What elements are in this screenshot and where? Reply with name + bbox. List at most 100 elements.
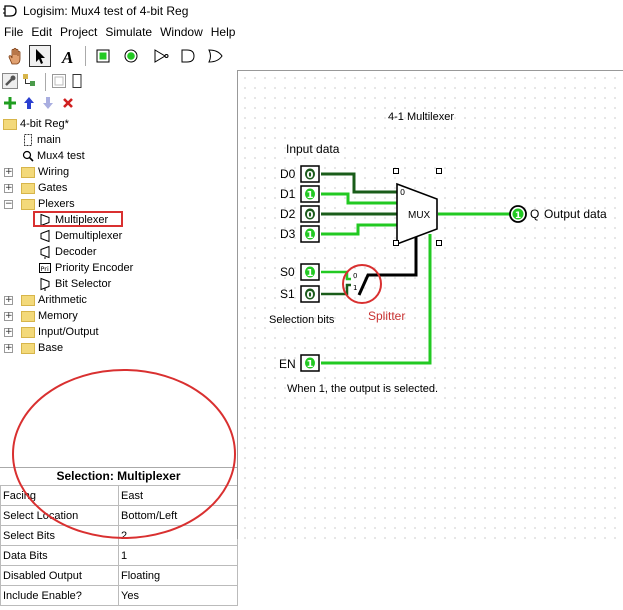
circuit-canvas[interactable]: 4-1 Multilexer Input data Selection bits…	[237, 70, 623, 539]
splitter-annotation-circle	[342, 264, 382, 304]
tree-item-label: Decoder	[55, 246, 97, 258]
input-pin-d2[interactable]: 0	[300, 205, 320, 223]
folder-icon	[21, 294, 35, 306]
expand-icon[interactable]: +	[4, 182, 13, 193]
tree-item-gates[interactable]: + Gates	[4, 180, 67, 196]
tree-item-label: main	[37, 134, 61, 146]
tree-item-project[interactable]: 4-bit Reg*	[3, 116, 69, 132]
output-data-label: Output data	[544, 207, 607, 221]
menu-help[interactable]: Help	[210, 24, 236, 39]
wire-s0	[321, 270, 351, 281]
wire-d0	[321, 172, 397, 194]
input-pin-s1[interactable]: 0	[300, 285, 320, 303]
collapse-icon[interactable]: −	[4, 198, 13, 209]
tree-item-label: Arithmetic	[38, 294, 87, 306]
arrow-cursor-icon	[36, 49, 45, 64]
input-pin-en[interactable]: 1	[300, 354, 320, 372]
tree-item-arithmetic[interactable]: + Arithmetic	[4, 292, 87, 308]
expand-icon[interactable]: +	[4, 166, 13, 177]
explorer-toolbar	[0, 70, 237, 94]
menu-file[interactable]: File	[4, 24, 24, 39]
tree-item-label: Memory	[38, 310, 78, 322]
mux-port-0-label: 0	[400, 188, 405, 197]
property-value[interactable]: Floating	[118, 565, 238, 586]
and-gate-icon	[181, 49, 195, 63]
poke-tool-button[interactable]	[4, 45, 26, 67]
circuit-title-label: 4-1 Multilexer	[388, 111, 454, 123]
input-pin-d3[interactable]: 1	[300, 225, 320, 243]
input-pin-s0[interactable]: 1	[300, 263, 320, 281]
tree-item-label: Input/Output	[38, 326, 99, 338]
multiplexer-highlight-box	[33, 211, 123, 227]
pin-label-s0: S0	[280, 265, 295, 279]
move-down-icon[interactable]	[42, 96, 54, 110]
input-pin-icon	[96, 49, 110, 63]
wire-select-bus	[357, 237, 418, 296]
wrench-icon[interactable]	[2, 73, 18, 89]
property-value[interactable]: Yes	[118, 585, 238, 606]
tree-item-multiplexer[interactable]: Multiplexer	[38, 212, 108, 228]
tree-item-priority-encoder[interactable]: Pri Priority Encoder	[38, 260, 133, 276]
menu-window[interactable]: Window	[160, 24, 203, 39]
tree-item-base[interactable]: + Base	[4, 340, 63, 356]
tree-item-input-output[interactable]: + Input/Output	[4, 324, 99, 340]
add-circuit-icon[interactable]	[3, 96, 17, 110]
expand-icon[interactable]: +	[4, 342, 13, 353]
add-and-gate-button[interactable]	[177, 45, 199, 67]
select-tool-button[interactable]	[29, 45, 51, 67]
tree-item-decoder[interactable]: Decoder	[38, 244, 97, 260]
tree-item-memory[interactable]: + Memory	[4, 308, 78, 324]
text-icon: A	[61, 48, 73, 67]
pin-value: 0	[307, 210, 314, 221]
svg-text:A: A	[61, 48, 73, 67]
add-or-gate-button[interactable]	[204, 45, 226, 67]
tree-item-mux4-test[interactable]: Mux4 test	[22, 148, 85, 164]
selection-handles[interactable]	[393, 168, 442, 246]
hand-icon	[8, 47, 21, 65]
wire-s1	[321, 283, 351, 296]
move-up-icon[interactable]	[23, 96, 35, 110]
property-value[interactable]: 2	[118, 525, 238, 546]
splitter-bit-label: 1	[353, 284, 357, 292]
input-pin-d1[interactable]: 1	[300, 185, 320, 203]
expand-icon[interactable]: +	[4, 326, 13, 337]
tree-item-bit-selector[interactable]: Bit Selector	[38, 276, 111, 292]
add-not-gate-button[interactable]	[150, 45, 172, 67]
delete-circuit-icon[interactable]	[62, 97, 74, 109]
tree-item-demultiplexer[interactable]: Demultiplexer	[38, 228, 122, 244]
property-value[interactable]: East	[118, 485, 238, 506]
circuit-appearance-icon[interactable]	[70, 73, 84, 89]
pin-label-en: EN	[279, 357, 296, 371]
folder-icon	[21, 342, 35, 354]
output-pin-q[interactable]: 1	[509, 205, 527, 223]
tree-toggle-icon[interactable]	[21, 73, 39, 89]
tree-item-label: Multiplexer	[55, 214, 109, 226]
multiplexer[interactable]: MUX 0	[396, 182, 438, 246]
tree-item-plexers[interactable]: − Plexers	[4, 196, 75, 212]
menu-project[interactable]: Project	[60, 24, 98, 39]
pin-label-s1: S1	[280, 287, 295, 301]
text-tool-button[interactable]: A	[57, 45, 79, 67]
property-value[interactable]: Bottom/Left	[118, 505, 238, 526]
input-pin-d0[interactable]: 0	[300, 165, 320, 183]
menu-edit[interactable]: Edit	[31, 24, 53, 39]
add-output-pin-button[interactable]	[120, 45, 142, 67]
menu-simulate[interactable]: Simulate	[105, 24, 153, 39]
circuit-icon	[24, 134, 32, 146]
input-data-label: Input data	[286, 142, 340, 156]
decoder-icon	[40, 245, 50, 259]
circuit-layout-icon[interactable]	[51, 73, 67, 89]
expand-icon[interactable]: +	[4, 294, 13, 305]
tree-item-main[interactable]: main	[22, 132, 61, 148]
expand-icon[interactable]: +	[4, 310, 13, 321]
bit-selector-icon	[40, 277, 50, 291]
splitter-annotation-label: Splitter	[368, 309, 405, 323]
add-input-pin-button[interactable]	[92, 45, 114, 67]
tree-item-wiring[interactable]: + Wiring	[4, 164, 69, 180]
pin-value: 1	[307, 230, 314, 241]
splitter[interactable]: 0 1	[353, 272, 357, 292]
property-value[interactable]: 1	[118, 545, 238, 566]
pin-value: 0	[307, 170, 314, 181]
